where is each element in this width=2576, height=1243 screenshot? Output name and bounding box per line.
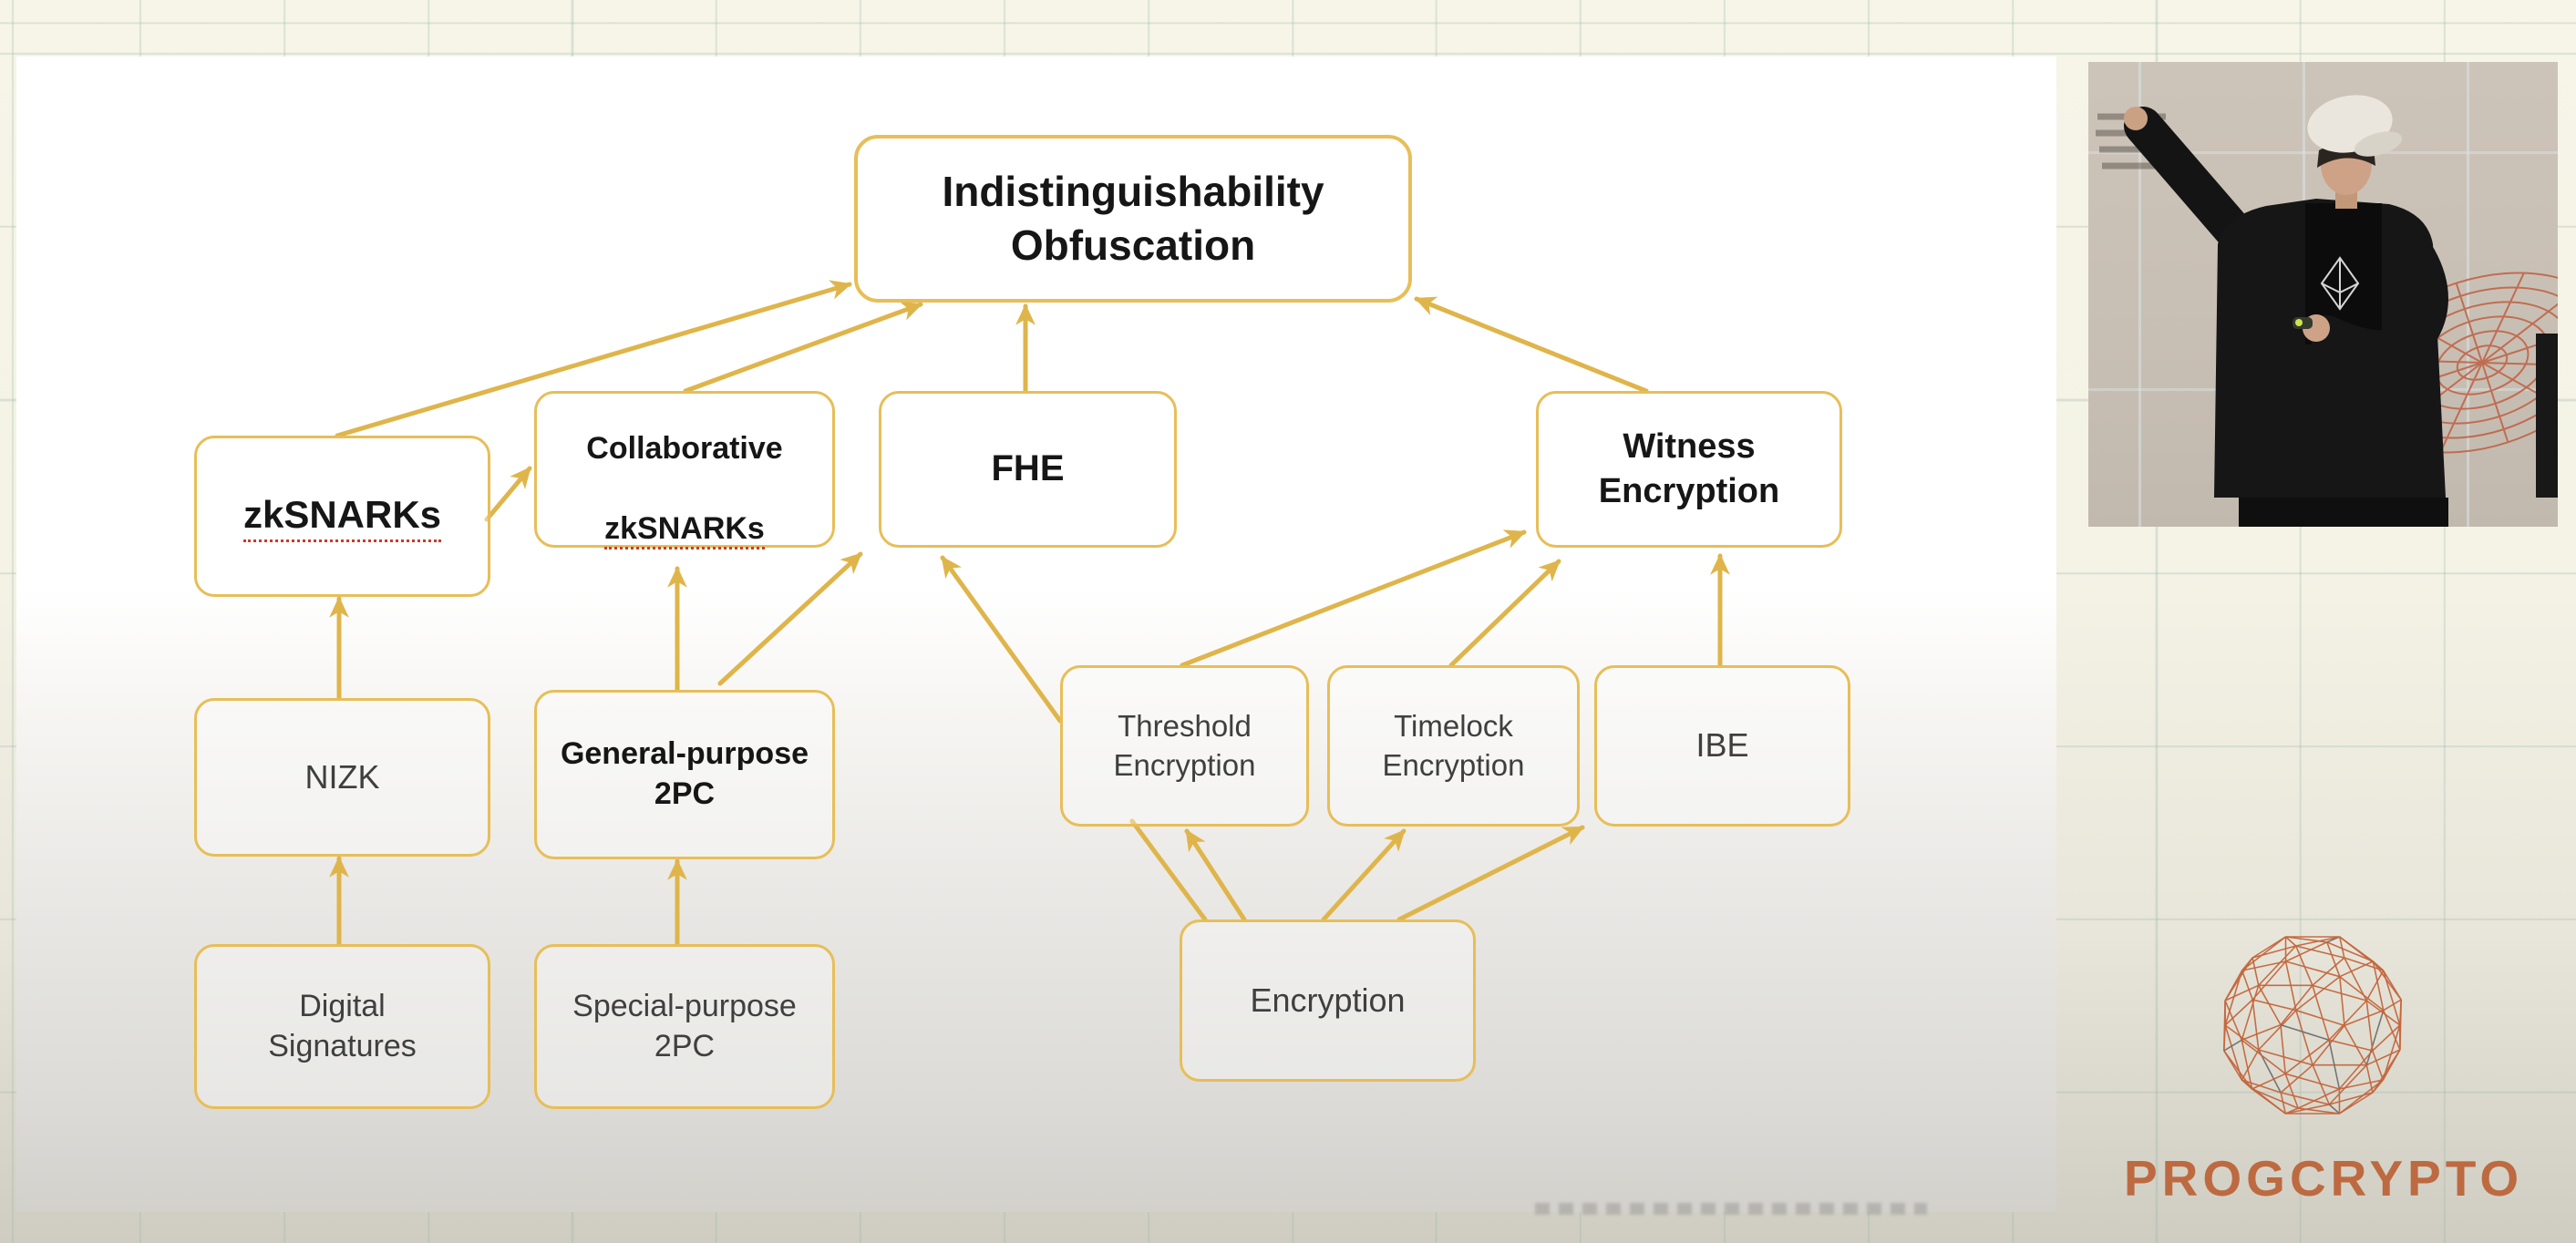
node-general-purpose-2pc: General-purpose 2PC	[534, 690, 835, 859]
node-digital-signatures: Digital Signatures	[194, 944, 490, 1109]
stage-panel	[2536, 334, 2558, 498]
edge-timelock-witness	[1448, 559, 1561, 668]
node-label: zkSNARKs	[242, 490, 442, 543]
node-timelock-encryption: Timelock Encryption	[1327, 665, 1580, 827]
left-arm	[2309, 240, 2448, 367]
edge-enc-timelock	[1321, 828, 1406, 922]
node-fhe: FHE	[879, 391, 1177, 548]
edge-g2pc-fhe	[717, 551, 863, 686]
node-ibe: IBE	[1594, 665, 1850, 827]
node-indistinguishability-obfuscation: Indistinguishability Obfuscation	[854, 135, 1412, 303]
node-witness-encryption: Witness Encryption	[1536, 391, 1842, 548]
white-cap	[2307, 95, 2403, 157]
edge-enc-fhe	[940, 555, 1063, 724]
node-threshold-encryption: Threshold Encryption	[1060, 665, 1309, 827]
raised-hand	[2124, 107, 2148, 130]
node-label-line2: zkSNARKs	[604, 510, 765, 550]
presenter-clicker	[2293, 317, 2313, 329]
speaker-figure	[2096, 95, 2558, 527]
edge-zksnarks-collab	[484, 466, 532, 522]
edge-zksnarks-io	[335, 280, 852, 438]
raised-arm	[2124, 107, 2261, 259]
geodesic-sphere-icon	[2223, 936, 2402, 1115]
node-nizk: NIZK	[194, 698, 490, 857]
progcrypto-logo: PROGCRYPTO	[2124, 919, 2524, 1219]
tshirt-logo-glyph	[2320, 256, 2360, 311]
speaker-video	[2088, 62, 2558, 527]
edge-enc-fhe-segment	[1129, 818, 1208, 922]
node-special-purpose-2pc: Special-purpose 2PC	[534, 944, 835, 1109]
node-encryption: Encryption	[1180, 919, 1476, 1082]
edge-collab-io	[683, 301, 923, 394]
edge-enc-ibe	[1396, 825, 1585, 922]
progcrypto-wordmark: PROGCRYPTO	[2124, 1150, 2524, 1207]
edge-enc-threshold	[1184, 828, 1247, 922]
presentation-slide	[16, 56, 2056, 1212]
edge-threshold-witness	[1180, 529, 1527, 668]
speaker-legs	[2239, 498, 2448, 527]
node-collaborative-zksnarks: Collaborative zkSNARKs	[534, 391, 835, 550]
node-label-line1: Collaborative	[586, 431, 783, 467]
edge-witness-io	[1414, 296, 1649, 394]
node-zksnarks: zkSNARKs	[194, 436, 490, 597]
slide-footer-watermark	[1535, 1203, 1927, 1215]
